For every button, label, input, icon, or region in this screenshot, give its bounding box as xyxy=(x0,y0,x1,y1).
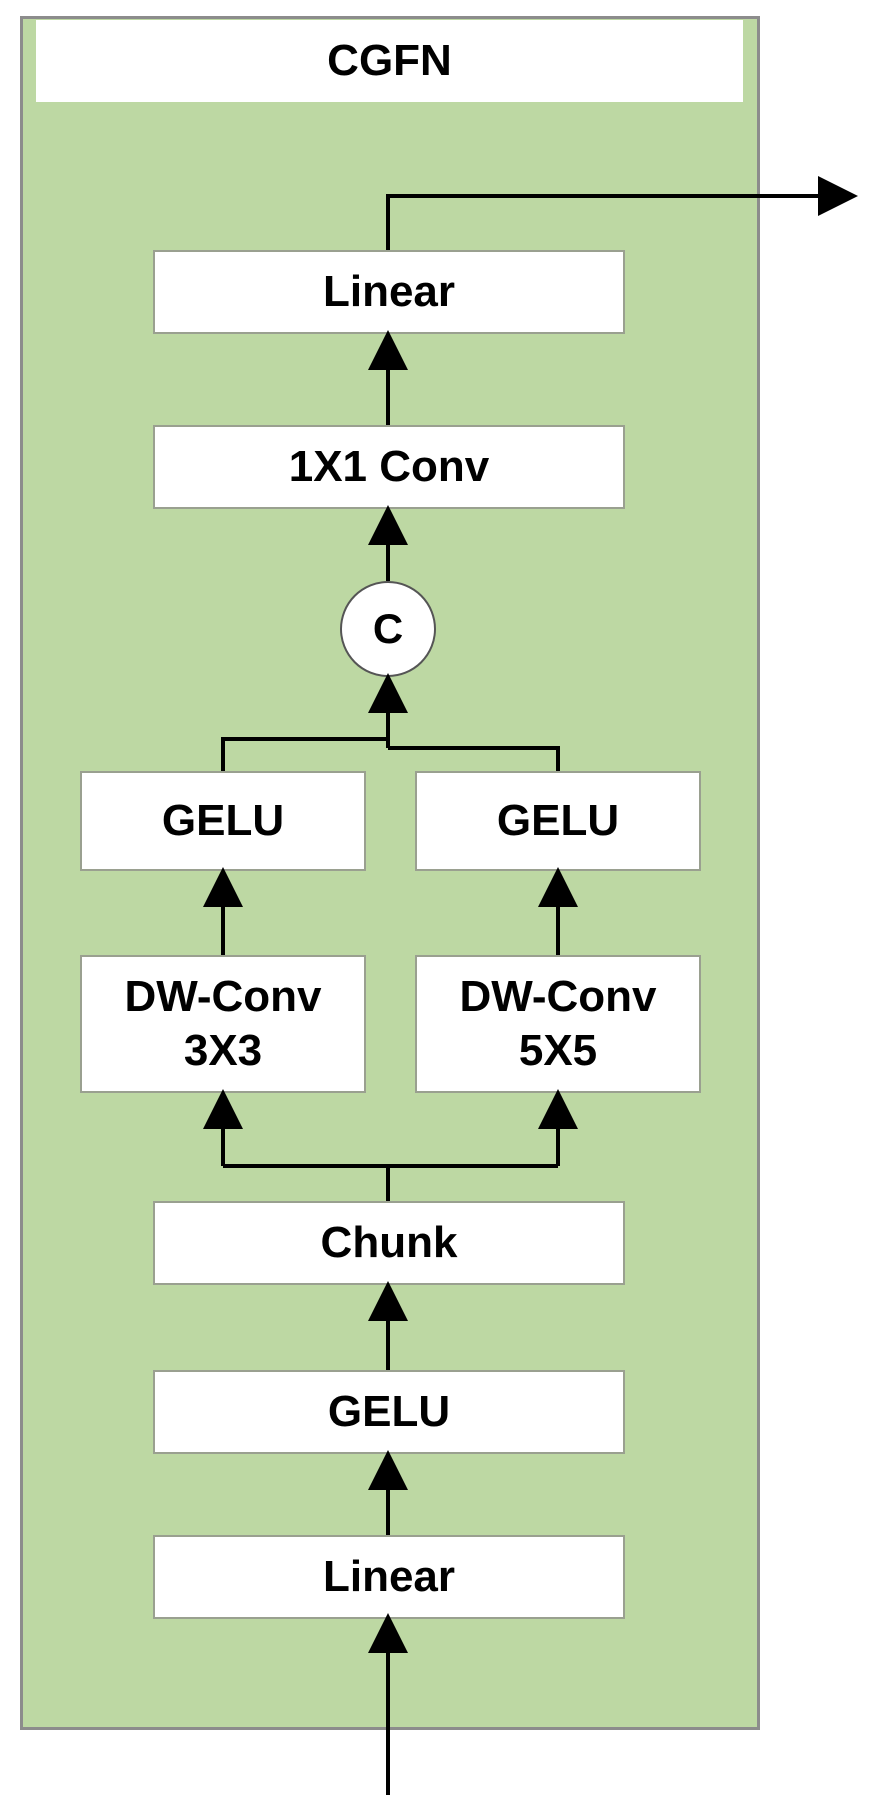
chunk-block: Chunk xyxy=(153,1201,625,1285)
concat-label: C xyxy=(372,605,404,652)
diagram-title: CGFN xyxy=(36,20,743,102)
dwconv-5x5-block: DW-Conv 5X5 xyxy=(415,955,701,1093)
chunk-label: Chunk xyxy=(320,1218,458,1267)
linear-input-label: Linear xyxy=(322,1552,456,1601)
dwconv-3x3-label-line1: DW-Conv xyxy=(124,972,322,1021)
linear-input-block: Linear xyxy=(153,1535,625,1619)
gelu-right-block: GELU xyxy=(415,771,701,871)
concat-node: C xyxy=(340,581,436,677)
dwconv-5x5-label-line2: 5X5 xyxy=(518,1026,598,1075)
gelu-left-block: GELU xyxy=(80,771,366,871)
dwconv-3x3-label-line2: 3X3 xyxy=(183,1026,263,1075)
conv-1x1-block: 1X1 Conv xyxy=(153,425,625,509)
gelu-mid-label: GELU xyxy=(327,1387,451,1436)
linear-output-block: Linear xyxy=(153,250,625,334)
gelu-mid-block: GELU xyxy=(153,1370,625,1454)
conv-1x1-label: 1X1 Conv xyxy=(288,442,490,491)
dwconv-3x3-block: DW-Conv 3X3 xyxy=(80,955,366,1093)
linear-output-label: Linear xyxy=(322,267,456,316)
dwconv-5x5-label-line1: DW-Conv xyxy=(459,972,657,1021)
gelu-right-label: GELU xyxy=(496,796,620,845)
gelu-left-label: GELU xyxy=(161,796,285,845)
